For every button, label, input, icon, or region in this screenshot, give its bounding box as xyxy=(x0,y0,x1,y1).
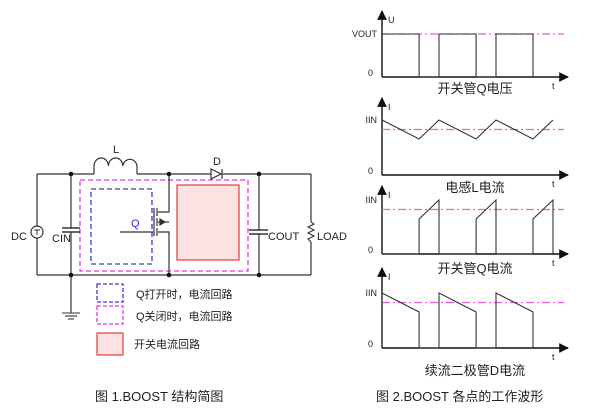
y-tick-label-zero: 0 xyxy=(368,245,373,255)
y-tick-label-ref: IIN xyxy=(365,288,377,298)
x-axis-label: t xyxy=(552,352,555,362)
label-cout: COUT xyxy=(268,231,299,243)
waveform-charts: UtVOUT0开关管Q电压ItIIN0电感L电流ItIIN0开关管Q电流ItII… xyxy=(352,10,569,378)
legend-swatch-q-on xyxy=(96,283,124,303)
cout-capacitor-icon xyxy=(249,229,268,235)
ground-icon xyxy=(62,312,80,320)
switching-loop xyxy=(176,184,240,261)
waveform-series xyxy=(382,33,534,78)
inductor-l xyxy=(93,157,138,174)
label-d: D xyxy=(213,156,221,168)
label-l: L xyxy=(113,144,119,156)
cin-capacitor-icon xyxy=(62,227,80,233)
chart-title: 开关管Q电压 xyxy=(437,81,512,96)
legend: Q打开时，电流回路 Q关闭时，电流回路 开关电流回路 xyxy=(96,283,233,356)
legend-label-q-on: Q打开时，电流回路 xyxy=(136,287,233,301)
chart-2: It IIN 0 电感L电流 xyxy=(365,97,569,195)
figure2-caption: 图 2.BOOST 各点的工作波形 xyxy=(376,389,543,404)
y-tick-label-zero: 0 xyxy=(368,166,373,176)
y-axis-label: I xyxy=(388,102,391,112)
q-on-loop xyxy=(90,188,153,265)
legend-label-q-off: Q关闭时，电流回路 xyxy=(136,309,233,323)
waveform-series xyxy=(381,292,534,349)
figure1-caption: 图 1.BOOST 结构简图 xyxy=(95,389,223,404)
y-tick-label-ref: IIN xyxy=(365,195,377,205)
clipped-text-line xyxy=(0,405,300,411)
diode-d-icon xyxy=(210,168,223,180)
y-axis-label: I xyxy=(388,190,391,200)
y-axis-label: I xyxy=(388,272,391,282)
wires xyxy=(36,157,312,313)
q-off-loop xyxy=(79,179,249,272)
load-resistor-icon xyxy=(306,221,316,243)
boost-circuit: L D Q DC CIN COUT LOAD Q打开时，电流回路 Q关闭时，电流… xyxy=(11,144,347,404)
dc-source-icon xyxy=(30,225,44,239)
x-axis-label: t xyxy=(552,179,555,189)
legend-swatch-q-off xyxy=(96,305,124,325)
label-cin: CIN xyxy=(52,233,71,245)
y-tick-label-zero: 0 xyxy=(368,68,373,78)
waveform-series xyxy=(381,119,554,140)
chart-title: 续流二极管D电流 xyxy=(425,363,525,378)
chart-1: Ut VOUT 0 开关管Q电压 xyxy=(352,10,569,96)
label-dc: DC xyxy=(11,231,27,243)
waveform-series xyxy=(382,198,554,255)
y-tick-label-ref: IIN xyxy=(365,115,377,125)
legend-label-switch-loop: 开关电流回路 xyxy=(134,337,200,351)
chart-4: It IIN 0 续流二极管D电流 xyxy=(365,267,569,378)
label-q: Q xyxy=(131,218,140,230)
y-tick-label-zero: 0 xyxy=(368,339,373,349)
mosfet-q-icon xyxy=(153,208,167,236)
y-tick-label-ref: VOUT xyxy=(352,29,378,39)
label-load: LOAD xyxy=(317,231,347,243)
chart-3: It IIN 0 开关管Q电流 xyxy=(365,185,569,276)
x-axis-label: t xyxy=(552,258,555,268)
x-axis-label: t xyxy=(552,81,555,91)
chart-title: 开关管Q电流 xyxy=(437,261,512,276)
legend-swatch-switch-loop xyxy=(96,332,124,356)
y-axis-label: U xyxy=(388,15,395,25)
chart-title: 电感L电流 xyxy=(445,180,504,195)
junction-dots xyxy=(68,171,262,278)
